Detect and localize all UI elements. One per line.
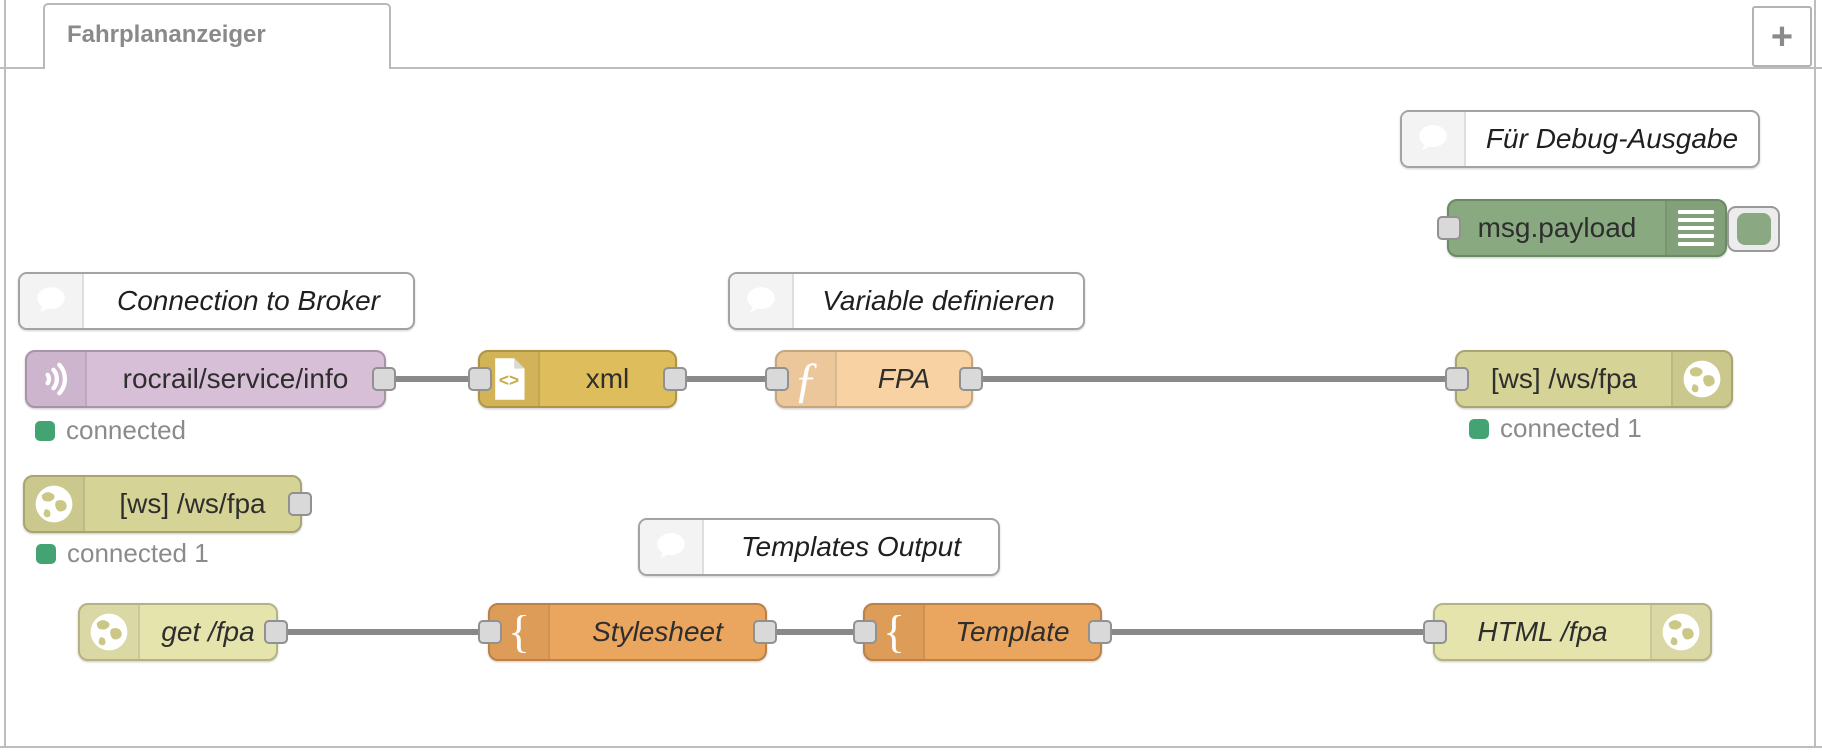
status-text: connected 1 — [1500, 413, 1642, 443]
tabbar-divider — [0, 67, 1822, 69]
comment-fuer-debug-ausgabe[interactable]: Für Debug-Ausgabe — [1400, 110, 1760, 168]
speech-bubble-icon — [640, 520, 704, 574]
node-label: rocrail/service/info — [122, 363, 349, 394]
svg-text:<>: <> — [499, 370, 519, 390]
tab-fahrplananzeiger[interactable]: Fahrplananzeiger — [43, 3, 391, 69]
input-port[interactable] — [1423, 620, 1447, 644]
node-xml[interactable]: <> xml — [468, 350, 687, 408]
output-port[interactable] — [372, 367, 396, 391]
comment-connection-to-broker[interactable]: Connection to Broker — [18, 272, 415, 330]
comment-label: Connection to Broker — [116, 285, 381, 316]
status-websocket-in: connected 1 — [36, 538, 209, 569]
node-label: [ws] /ws/fpa — [1490, 363, 1638, 394]
speech-bubble-icon — [1402, 112, 1466, 166]
globe-icon — [80, 605, 140, 659]
output-port[interactable] — [959, 367, 983, 391]
node-function-fpa[interactable]: ƒ FPA — [765, 350, 983, 408]
status-text: connected 1 — [67, 538, 209, 568]
speech-bubble-icon — [20, 274, 84, 328]
plus-icon: + — [1770, 15, 1794, 58]
status-text: connected — [66, 415, 186, 445]
globe-icon — [1671, 352, 1731, 406]
node-label: xml — [585, 363, 630, 394]
node-websocket-in-ws-fpa[interactable]: [ws] /ws/fpa — [23, 475, 312, 533]
node-label: [ws] /ws/fpa — [119, 488, 266, 519]
speech-bubble-icon — [730, 274, 794, 328]
canvas-bottom-border — [0, 746, 1822, 748]
debug-lines-icon — [1665, 201, 1725, 255]
node-label: get /fpa — [161, 616, 255, 647]
comment-label: Templates Output — [741, 531, 961, 562]
node-label: HTML /fpa — [1477, 616, 1608, 647]
debug-toggle-indicator — [1736, 213, 1771, 245]
node-template-template[interactable]: { Template — [853, 603, 1112, 661]
comment-label: Variable definieren — [822, 285, 1055, 316]
node-websocket-out-ws-fpa[interactable]: [ws] /ws/fpa — [1445, 350, 1733, 408]
canvas-left-border — [4, 0, 6, 747]
input-port[interactable] — [1437, 216, 1461, 240]
node-label: msg.payload — [1477, 212, 1637, 243]
comment-variable-definieren[interactable]: Variable definieren — [728, 272, 1085, 330]
status-websocket-out: connected 1 — [1469, 413, 1642, 444]
globe-icon — [1650, 605, 1710, 659]
node-http-in-get-fpa[interactable]: get /fpa — [78, 603, 288, 661]
file-code-icon: <> — [480, 352, 540, 406]
input-port[interactable] — [1445, 367, 1469, 391]
node-template-stylesheet[interactable]: { Stylesheet — [478, 603, 777, 661]
canvas-right-border — [1814, 0, 1816, 747]
node-label: FPA — [877, 363, 931, 394]
input-port[interactable] — [468, 367, 492, 391]
node-debug-msg-payload[interactable]: msg.payload — [1437, 199, 1780, 257]
status-dot-icon — [1469, 418, 1489, 439]
debug-toggle-button[interactable] — [1727, 206, 1780, 252]
node-http-response-html-fpa[interactable]: HTML /fpa — [1423, 603, 1712, 661]
node-label: Template — [955, 616, 1070, 647]
comment-label: Für Debug-Ausgabe — [1485, 123, 1739, 154]
radio-waves-icon — [27, 352, 87, 406]
globe-icon — [25, 477, 85, 531]
output-port[interactable] — [663, 367, 687, 391]
output-port[interactable] — [288, 492, 312, 516]
output-port[interactable] — [1088, 620, 1112, 644]
input-port[interactable] — [478, 620, 502, 644]
status-dot-icon — [36, 543, 56, 564]
input-port[interactable] — [765, 367, 789, 391]
output-port[interactable] — [264, 620, 288, 644]
add-tab-button[interactable]: + — [1752, 6, 1812, 67]
node-mqtt-in-rocrail-service-info[interactable]: rocrail/service/info — [25, 350, 396, 408]
input-port[interactable] — [853, 620, 877, 644]
node-label: Stylesheet — [592, 616, 723, 647]
status-dot-icon — [35, 420, 55, 441]
tab-label: Fahrplananzeiger — [67, 21, 266, 48]
status-mqtt: connected — [35, 415, 186, 446]
comment-templates-output[interactable]: Templates Output — [638, 518, 1000, 576]
output-port[interactable] — [753, 620, 777, 644]
